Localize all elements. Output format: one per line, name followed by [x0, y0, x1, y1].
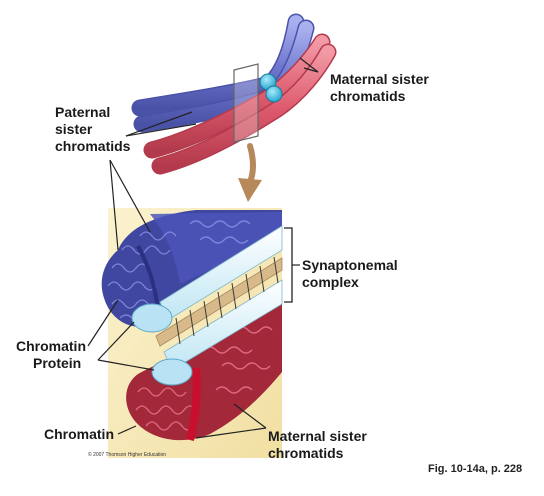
- zoom-arrow: [238, 146, 262, 202]
- synaptonemal-bracket: [284, 228, 292, 302]
- label-chromatin-bottom: Chromatin: [44, 426, 114, 443]
- cross-section-frame: [234, 64, 258, 142]
- tetrad-illustration: [140, 22, 328, 166]
- label-chromatin-left: Chromatin: [16, 338, 86, 355]
- label-paternal-sister-line2: sister: [55, 121, 130, 138]
- label-maternal-sister-bottom: Maternal sister chromatids: [268, 428, 367, 462]
- label-maternal-sister-bottom-line2: chromatids: [268, 445, 367, 462]
- synaptonemal-panel: [102, 208, 292, 458]
- protein-blob-upper: [132, 304, 172, 332]
- label-maternal-sister-top-line1: Maternal sister: [330, 71, 429, 88]
- label-maternal-sister-bottom-line1: Maternal sister: [268, 428, 367, 445]
- label-synaptonemal-line2: complex: [302, 274, 398, 291]
- label-paternal-sister-line3: chromatids: [55, 138, 130, 155]
- label-protein: Protein: [33, 355, 81, 372]
- label-maternal-sister-top-line2: chromatids: [330, 88, 429, 105]
- label-paternal-sister: Paternal sister chromatids: [55, 104, 130, 155]
- copyright-notice: © 2007 Thomson Higher Education: [88, 452, 166, 458]
- centromere-2: [266, 86, 282, 102]
- figure-reference: Fig. 10-14a, p. 228: [428, 463, 522, 475]
- label-synaptonemal-complex: Synaptonemal complex: [302, 257, 398, 291]
- label-synaptonemal-line1: Synaptonemal: [302, 257, 398, 274]
- label-maternal-sister-top: Maternal sister chromatids: [330, 71, 429, 105]
- label-paternal-sister-line1: Paternal: [55, 104, 130, 121]
- protein-blob-lower: [152, 359, 192, 385]
